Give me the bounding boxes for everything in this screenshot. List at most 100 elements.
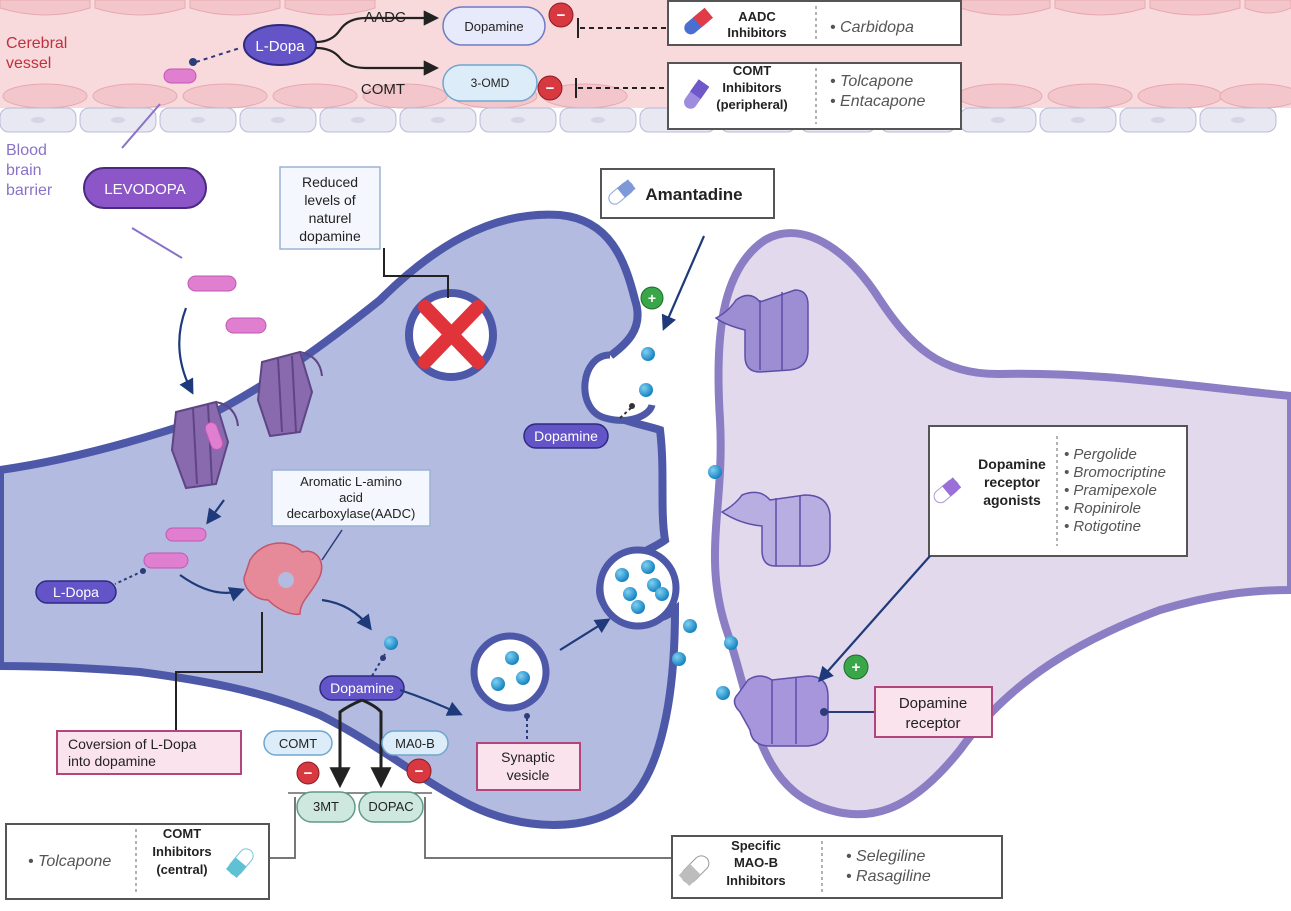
svg-text:• Bromocriptine: • Bromocriptine (1064, 464, 1166, 481)
pill-icon-agonists (933, 477, 962, 504)
comt-central-title1: COMT (163, 826, 201, 841)
drug-tolcapone-central: Tolcapone (38, 853, 111, 870)
vessel-label-line2: vessel (6, 55, 51, 72)
inhibit-comt-central-icon (296, 761, 320, 785)
svg-text:Dopamine: Dopamine (899, 695, 967, 712)
agonists-title1: Dopamine (978, 456, 1046, 472)
svg-text:• Rasagiline: • Rasagiline (846, 868, 931, 885)
inhibit-comt-peripheral-icon (537, 75, 563, 101)
bbb-label-line3: barrier (6, 182, 53, 199)
pill-icon-comt-central (225, 848, 254, 878)
vessel-3omd-node (442, 64, 538, 102)
svg-text:into dopamine: into dopamine (68, 753, 156, 769)
levodopa-pill (225, 317, 267, 334)
comt-peripheral-title1: COMT (733, 63, 771, 78)
agonists-title2: receptor (984, 474, 1041, 490)
drug-carbidopa: Carbidopa (840, 19, 914, 36)
drug-pramipexole: Pramipexole (1073, 482, 1156, 499)
comt-central-title2: Inhibitors (152, 844, 211, 859)
svg-text:−: − (546, 80, 555, 97)
svg-text:Reduced: Reduced (302, 174, 358, 190)
drug-pergolide: Pergolide (1073, 446, 1136, 463)
dopamine-receptor-icon (733, 675, 829, 747)
levodopa-pill (165, 527, 207, 542)
dopamine-dot (641, 347, 655, 361)
pill-icon-aadc (684, 7, 713, 35)
svg-text:Synaptic: Synaptic (501, 749, 555, 765)
release-pocket (581, 351, 656, 424)
pill-icon-comt-peripheral (684, 79, 710, 109)
maob-inhibitors-box: Specific MAO-B Inhibitors • Selegiline •… (671, 835, 1003, 899)
levodopa-pill-vessel (163, 68, 197, 84)
svg-text:receptor: receptor (905, 715, 960, 732)
comt-enzyme-label: COMT (279, 736, 317, 751)
bbb-label-line2: brain (6, 162, 42, 179)
svg-text:+: + (852, 659, 861, 676)
comt-enzyme-badge (263, 730, 333, 756)
drug-ropinirole: Ropinirole (1073, 500, 1141, 517)
vessel-label-line1: Cerebral (6, 35, 67, 52)
cerebral-vessel: Cerebral vessel L-Dopa AADC COMT Dopamin… (0, 0, 1291, 149)
svg-text:−: − (304, 765, 313, 782)
dopamine-receptor-icon (720, 491, 831, 567)
dopamine-receptor-icon (714, 289, 809, 373)
svg-text:• Pergolide: • Pergolide (1064, 446, 1137, 463)
svg-text:−: − (415, 763, 424, 780)
comt-central-title3: (central) (156, 862, 207, 877)
svg-text:• Tolcapone: • Tolcapone (28, 853, 111, 870)
drug-bromocriptine: Bromocriptine (1073, 464, 1166, 481)
drug-selegiline: Selegiline (856, 848, 925, 865)
dopac-label: DOPAC (368, 799, 413, 814)
svg-text:dopamine: dopamine (299, 228, 361, 244)
dopamine-center-label: Dopamine (330, 680, 394, 696)
comt-peripheral-title3: (peripheral) (716, 97, 788, 112)
svg-text:• Pramipexole: • Pramipexole (1064, 482, 1157, 499)
comt-peripheral-title2: Inhibitors (722, 80, 781, 95)
vessel-comt-label: COMT (361, 81, 405, 98)
l-dopa-badge (35, 580, 117, 604)
dopac-node (358, 791, 424, 823)
cleft-dopamine (672, 465, 738, 700)
svg-text:• Entacapone: • Entacapone (830, 93, 926, 110)
l-dopa-badge-label: L-Dopa (53, 584, 99, 600)
pill-icon-maob (678, 855, 710, 886)
maob-title3: Inhibitors (726, 873, 785, 888)
amantadine-box: Amantadine (600, 168, 775, 219)
maob-enzyme-badge (381, 730, 449, 756)
stimulate-agonist-icon (843, 654, 869, 680)
dopamine-release-badge (523, 423, 609, 449)
svg-text:• Selegiline: • Selegiline (846, 848, 926, 865)
svg-text:naturel: naturel (309, 210, 352, 226)
synaptic-vesicle-box: Synaptic vesicle (476, 742, 581, 791)
vessel-dopamine-label: Dopamine (464, 19, 523, 34)
drug-tolcapone-peripheral: Tolcapone (840, 73, 913, 90)
amantadine-label: Amantadine (645, 185, 742, 204)
svg-text:−: − (557, 7, 566, 24)
receptor-label-box: Dopamine receptor (874, 686, 993, 738)
svg-text:levels of: levels of (304, 192, 355, 208)
red-x-icon (418, 300, 485, 369)
svg-text:+: + (648, 290, 656, 306)
3mt-node (296, 791, 356, 823)
svg-text:• Tolcapone: • Tolcapone (830, 73, 913, 90)
svg-text:acid: acid (339, 490, 363, 505)
dopamine-dot (639, 383, 653, 397)
drug-rotigotine: Rotigotine (1073, 518, 1141, 535)
transporter-icon (256, 350, 323, 438)
levodopa-badge (83, 167, 207, 209)
svg-text:Aromatic L-amino: Aromatic L-amino (300, 474, 402, 489)
synaptic-vesicle (470, 632, 550, 712)
svg-text:• Carbidopa: • Carbidopa (830, 19, 914, 36)
aadc-inhibitors-title1: AADC (738, 9, 776, 24)
svg-text:• Ropinirole: • Ropinirole (1064, 500, 1141, 517)
agonists-box: Dopamine receptor agonists • Pergolide •… (928, 425, 1188, 557)
maob-title2: MAO-B (734, 855, 778, 870)
vessel-3omd-label: 3-OMD (471, 76, 510, 90)
vessel-dopamine-node (442, 6, 546, 46)
comt-peripheral-box: COMT Inhibitors (peripheral) • Tolcapone… (667, 62, 962, 130)
aadc-inhibitors-title2: Inhibitors (727, 25, 786, 40)
conversion-box: Coversion of L-Dopa into dopamine (56, 730, 242, 775)
aadc-label-box: Aromatic L-amino acid decarboxylase(AADC… (271, 469, 431, 527)
svg-text:decarboxylase(AADC): decarboxylase(AADC) (287, 506, 416, 521)
